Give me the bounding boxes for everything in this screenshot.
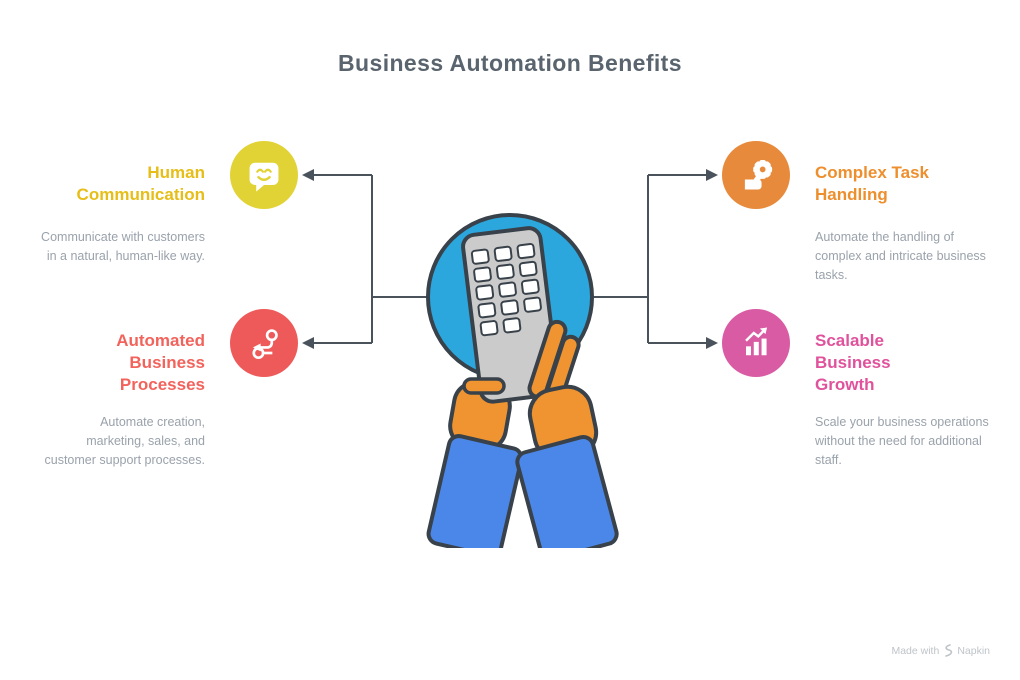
arrow-right-top-icon — [706, 169, 718, 181]
arrow-left-bottom-icon — [302, 337, 314, 349]
watermark-brand: Napkin — [957, 644, 990, 657]
node-desc-automated-business-processes: Automate creation, marketing, sales, and… — [44, 415, 206, 467]
node-desc-scalable-business-growth: Scale your business operations without t… — [815, 415, 989, 467]
node-circle-complex-task-handling — [722, 141, 790, 209]
node-heading-human-communication: Human Communication — [76, 163, 205, 204]
node-desc-complex-task-handling: Automate the handling of complex and int… — [815, 230, 986, 282]
workflow-branch-icon — [252, 329, 278, 359]
growth-chart-icon — [745, 327, 768, 356]
watermark: Made with Napkin — [891, 644, 990, 657]
left-sleeve — [426, 434, 524, 548]
gear-and-hand-icon — [744, 160, 773, 190]
arrow-right-bottom-icon — [706, 337, 718, 349]
node-heading-scalable-business-growth: Scalable Business Growth — [815, 331, 891, 394]
node-circle-automated-business-processes — [230, 309, 298, 377]
node-desc-human-communication: Communicate with customers in a natural,… — [41, 230, 205, 263]
chat-smiley-icon — [249, 162, 279, 192]
node-circle-human-communication — [230, 141, 298, 209]
page-title: Business Automation Benefits — [338, 50, 682, 76]
watermark-made-with: Made with — [891, 644, 940, 657]
hands-holding-device-illustration — [426, 213, 619, 548]
arrow-left-top-icon — [302, 169, 314, 181]
node-heading-automated-business-processes: Automated Business Processes — [116, 331, 205, 394]
node-heading-complex-task-handling: Complex Task Handling — [815, 163, 930, 204]
remote-device — [461, 226, 561, 404]
right-sleeve — [515, 435, 619, 548]
napkin-logo-icon — [945, 644, 953, 657]
node-circle-scalable-business-growth — [722, 309, 790, 377]
